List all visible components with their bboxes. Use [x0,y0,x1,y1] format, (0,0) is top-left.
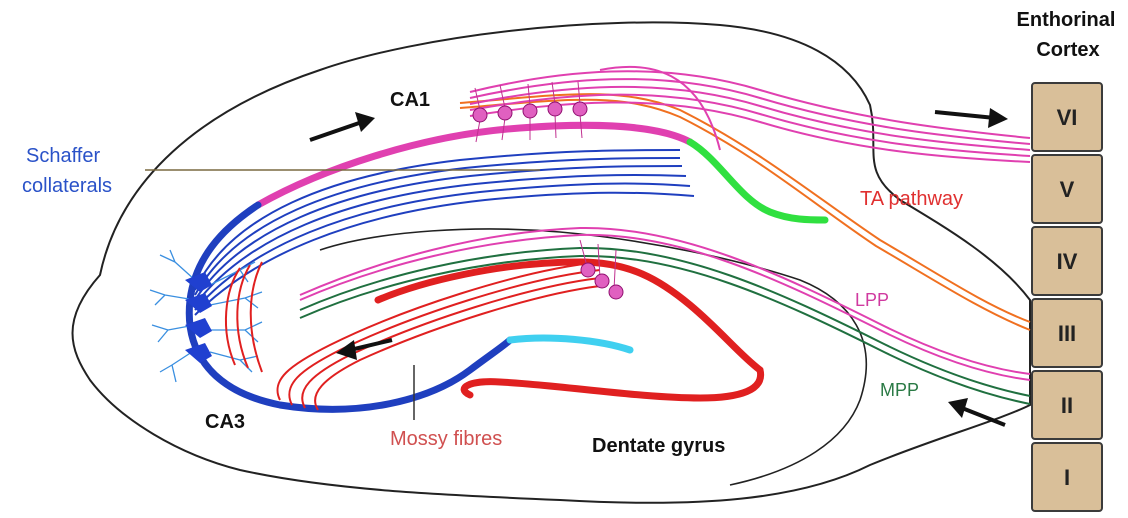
lpp-label: LPP [855,290,889,310]
svg-text:V: V [1060,177,1075,202]
schaffer-label-line2: collaterals [22,175,112,197]
svg-text:III: III [1058,321,1076,346]
cortex-layer: VI [1032,83,1102,151]
svg-text:VI: VI [1057,105,1078,130]
mossy-fibres-label: Mossy fibres [390,428,502,450]
ca1-label: CA1 [390,89,430,111]
cortex-layer: III [1032,299,1102,367]
svg-text:I: I [1064,465,1070,490]
svg-text:IV: IV [1057,249,1078,274]
cortex-title-line1: Enthorinal [1017,9,1116,31]
dentate-gyrus-label: Dentate gyrus [592,435,725,457]
cortex-layer: V [1032,155,1102,223]
arrow-to-cortex [935,108,1008,128]
dentate-granule-band-upper [378,262,760,370]
cortex-layer: IV [1032,227,1102,295]
ta-pathway-label: TA pathway [860,188,963,210]
arrow-from-cortex [948,398,1005,425]
dentate-tip-band [510,338,630,350]
cortex-layer: II [1032,371,1102,439]
ca3-label: CA3 [205,411,245,433]
cortex-layer: I [1032,443,1102,511]
cortex-layers: VI V IV III II I [1032,83,1102,511]
cortex-title-line2: Cortex [1036,39,1099,61]
svg-text:II: II [1061,393,1073,418]
arrow-to-ca1 [310,112,375,140]
lpp-dentate-fibres [300,228,1030,380]
schaffer-label-line1: Schaffer [26,145,100,167]
dentate-granule-band-lower [464,370,761,398]
mpp-label: MPP [880,380,919,400]
